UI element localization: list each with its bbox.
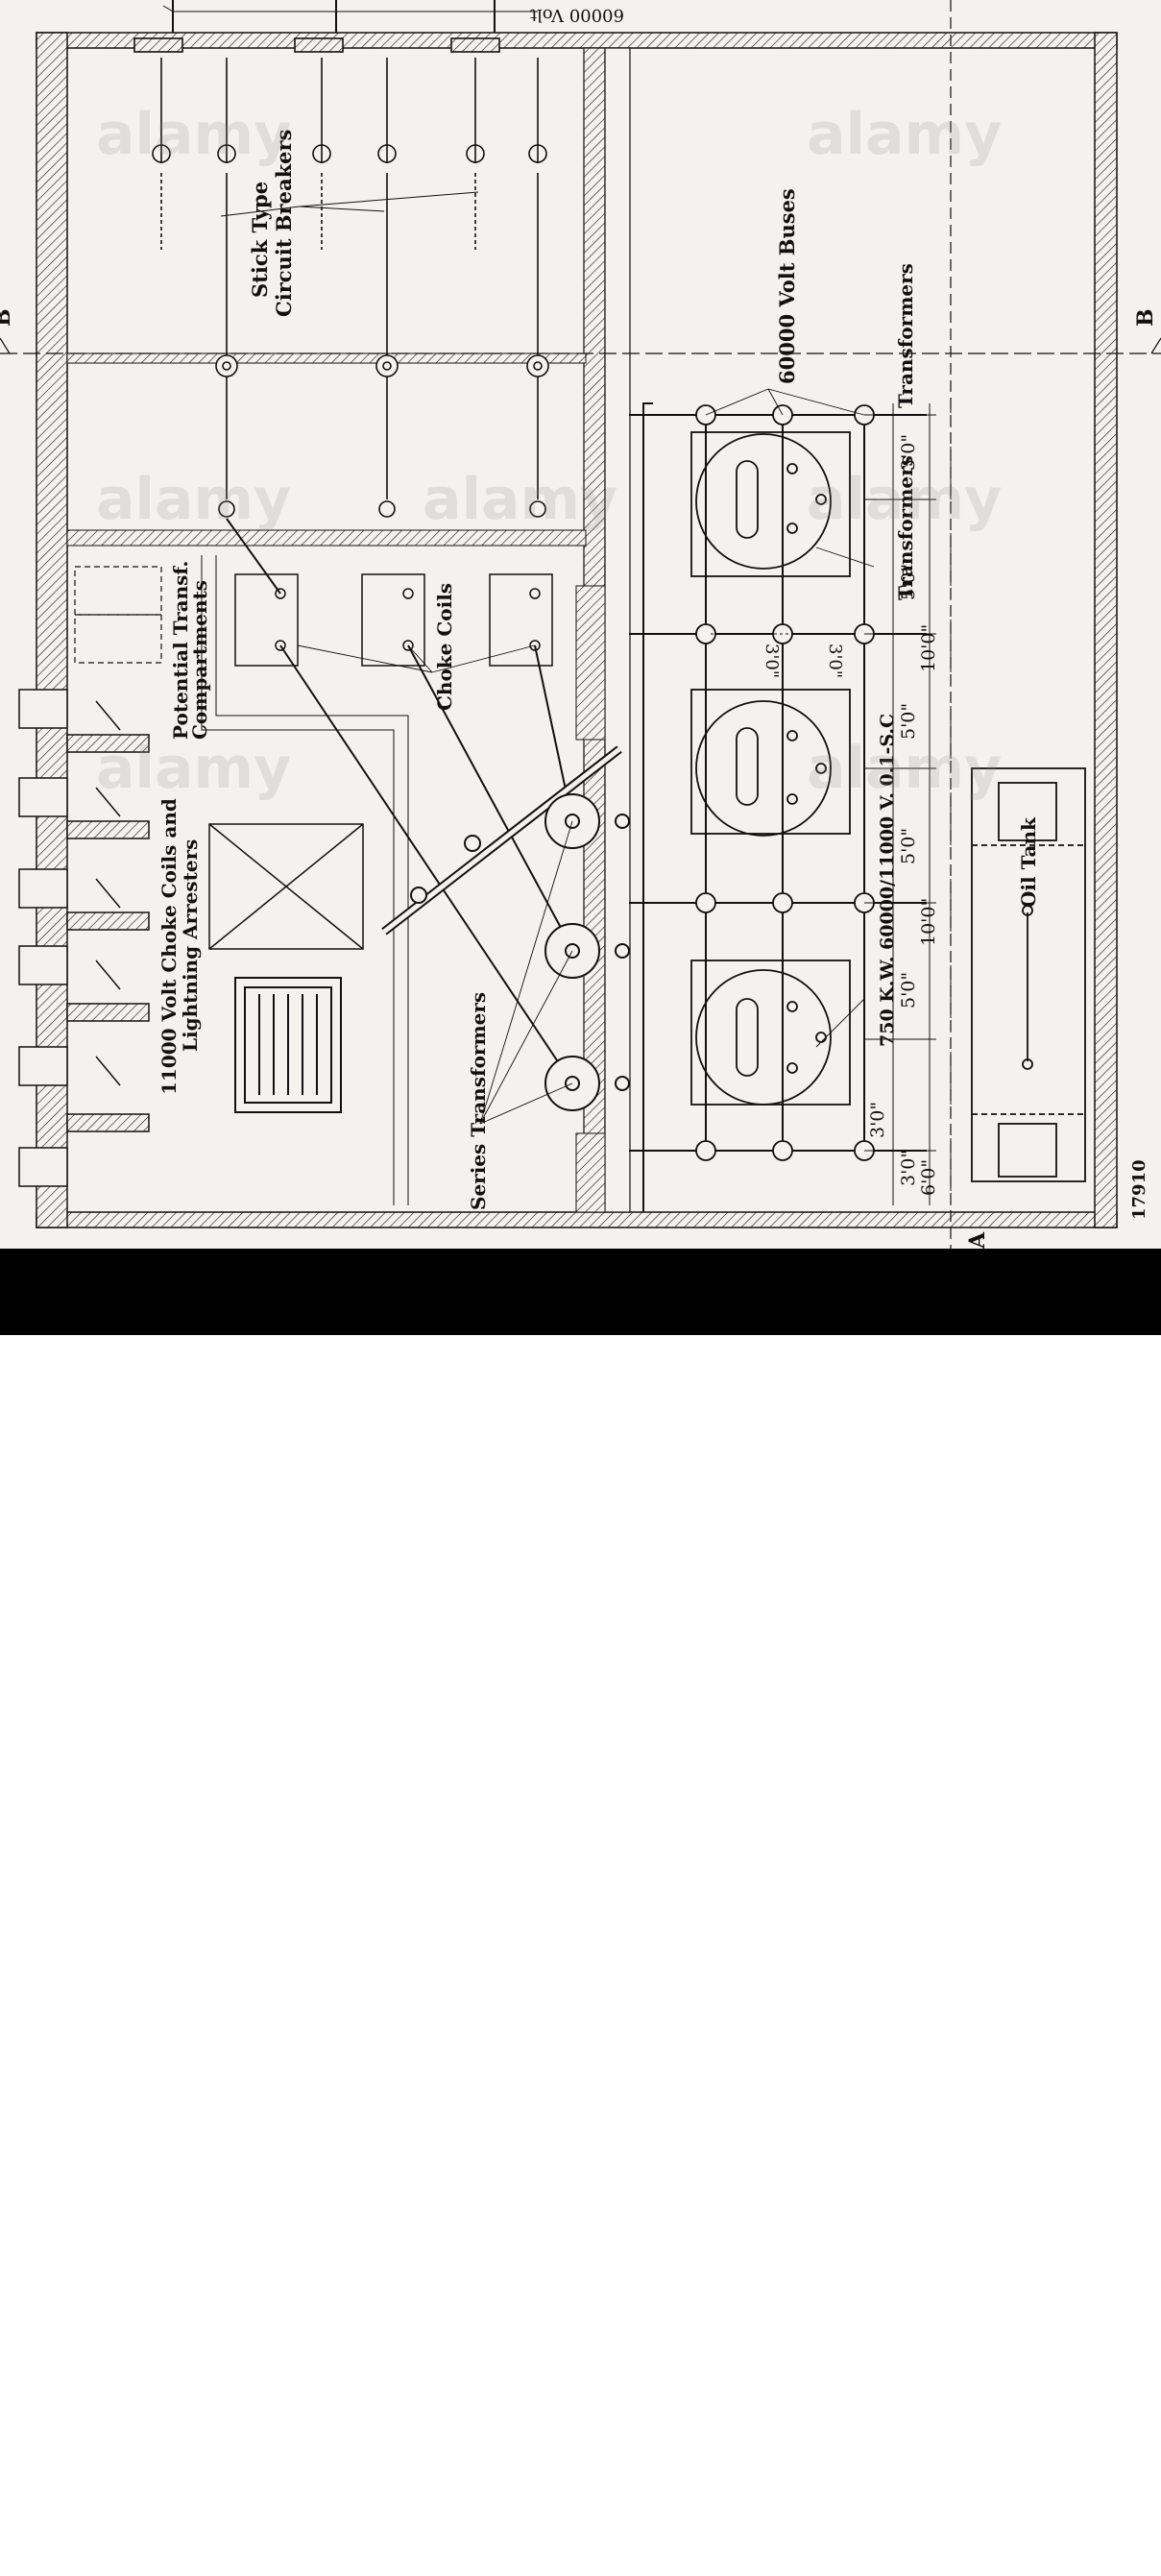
dim-d11: 3'0" [762, 644, 782, 678]
stock-banner: alamy Image ID: 2CNEG87 www.alamy.com [0, 1249, 1161, 2576]
watermark-text-7: alamy [96, 466, 291, 533]
floor-opening [208, 823, 364, 950]
transformer-3 [690, 960, 851, 1106]
dim-d7: 5'0" [898, 703, 919, 740]
arresters-label-line-1: 11000 Volt Choke Coils and [157, 798, 181, 1095]
dim-d6: 5'0" [898, 828, 919, 864]
watermark-text-3: alamy [807, 101, 1002, 168]
dim-d1: 6'0" [918, 1159, 939, 1196]
watermark-text-2: alamy [423, 466, 617, 533]
series-transformers-label: Series Transformers [467, 992, 490, 1210]
watermark-text-6: alamy [807, 466, 1002, 533]
transformer-2 [690, 689, 851, 837]
dimension-texts: 6'0" 3'0" 3'0" 5'0" 10'0" 5'0" 5'0" 10'0… [762, 434, 939, 1196]
buses-top-text: 60000 Volt [529, 5, 624, 25]
image-id: Image ID: 2CNEG87 [924, 2509, 1135, 2533]
breaker-phase-3 [466, 58, 547, 365]
potential-transformer-compartments [74, 566, 162, 664]
stairs [234, 977, 342, 1113]
leader-lines [297, 388, 875, 1125]
section-a: A [965, 1231, 990, 1249]
watermark-text-4: alamy [96, 735, 291, 802]
dim-d9: 5'0" [898, 564, 919, 600]
bus-insulators [215, 354, 549, 518]
oil-tank-label: Oil Tank [1017, 816, 1040, 908]
oil-tank [971, 767, 1086, 1182]
bus-junctions [695, 404, 875, 1161]
dim-d12: 3'0" [825, 644, 845, 678]
buses-right-label: 60000 Volt Buses [775, 188, 799, 384]
transformer-1 [690, 431, 851, 577]
potential-label-line-1: Potential Transf. [169, 561, 192, 740]
labels: Stick Type Circuit Breakers 60000 Volt B… [0, 130, 1158, 1250]
choke-coil-boxes [234, 573, 553, 667]
stock-url[interactable]: www.alamy.com [963, 2540, 1134, 2564]
brand-logo[interactable]: alamy [29, 2505, 233, 2576]
stage: 60000 Volt [0, 0, 1161, 1335]
choke-coils-label: Choke Coils [433, 583, 456, 711]
dim-d10: 3'0" [898, 434, 919, 471]
section-lines [0, 0, 1161, 1249]
arrester-piers [18, 689, 150, 1187]
stick-circuit-breakers [133, 37, 547, 365]
figure-number: 17910 [1129, 1159, 1149, 1220]
dim-d5: 10'0" [918, 898, 939, 946]
potential-label-line-2: Compartments [188, 580, 211, 740]
watermark-text-5: alamy [807, 735, 1002, 802]
substation-drawing: 60000 Volt [0, 0, 1161, 1250]
dim-d4: 5'0" [898, 972, 919, 1009]
stick-breakers-line-2: Circuit Breakers [272, 130, 296, 317]
dim-d8: 10'0" [918, 624, 939, 672]
transformers-label-2: Transformers [894, 455, 917, 600]
watermark-text-1: alamy [96, 101, 291, 168]
transformer-spec-label: 750 K.W. 60000/11000 V. 0.1-S.C [877, 714, 898, 1047]
stick-breakers-line-1: Stick Type [248, 182, 272, 298]
section-b-top: B [0, 308, 15, 327]
floor-plan-svg: 60000 Volt [0, 0, 1161, 1250]
transformers-label-1: Transformers [894, 263, 917, 408]
dim-d2: 3'0" [898, 1150, 919, 1186]
dim-d3: 3'0" [867, 1102, 888, 1138]
section-b-bottom: B [1133, 308, 1158, 327]
breaker-phase-2 [312, 58, 397, 365]
outer-walls [36, 32, 1118, 1228]
interior-walls [66, 47, 631, 1213]
breaker-phase-1 [152, 58, 236, 365]
conduit-runs [201, 555, 409, 1205]
buses-label-top: 60000 Volt [529, 5, 624, 25]
watermark-overlay: alamy alamy alamy alamy alamy alamy alam… [96, 101, 1002, 802]
arresters-label-line-2: Lightning Arresters [179, 839, 202, 1052]
